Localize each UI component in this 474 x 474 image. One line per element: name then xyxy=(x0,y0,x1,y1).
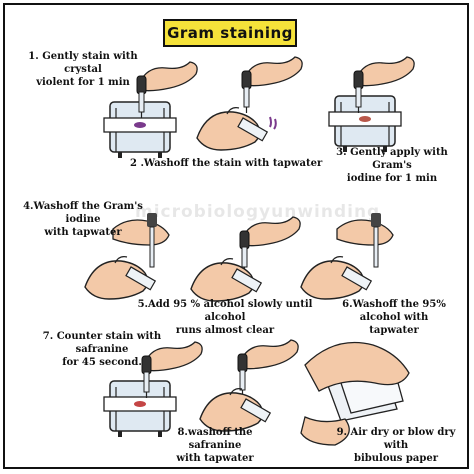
hand-holding-slide-icon xyxy=(199,387,271,432)
step-9-line-1: 9. Air dry or blow dry with xyxy=(336,427,456,451)
step-4-line-2: with tapwater xyxy=(44,227,122,238)
step-5-line-1: 5.Add 95 % alcohol slowly until alcohol xyxy=(137,299,313,323)
watermark-text: microbiologyunwinding xyxy=(135,202,381,222)
hand-with-dropper-icon xyxy=(237,339,299,397)
step-1-line-2: violent for 1 min xyxy=(36,77,130,88)
step-3-line-2: iodine for 1 min xyxy=(346,173,438,184)
step-9-caption: 9. Air dry or blow dry with bibulous pap… xyxy=(327,426,465,465)
hand-holding-slide-icon xyxy=(190,257,262,302)
step-6-line-1: 6.Washoff the 95% alcohol with xyxy=(342,299,446,323)
step-6-line-2: tapwater xyxy=(369,325,419,336)
hand-with-dropper-icon xyxy=(241,56,303,114)
staining-rack-icon xyxy=(328,95,402,153)
step-1-caption: 1. Gently stain with crystal violent for… xyxy=(23,50,143,89)
hand-holding-slide-icon xyxy=(84,255,156,300)
step-3-caption: 3. Gently apply with Gram's iodine for 1… xyxy=(317,146,467,185)
blotting-paper-icon xyxy=(300,341,410,446)
hand-holding-slide-icon xyxy=(300,255,372,300)
step-7-caption: 7. Counter stain with safranine for 45 s… xyxy=(27,330,177,369)
title-banner: Gram staining xyxy=(163,19,297,47)
step-3-line-1: 3. Gently apply with Gram's xyxy=(336,147,448,171)
step-4-caption: 4.Washoff the Gram's iodine with tapwate… xyxy=(23,200,143,239)
step-2-caption: 2 .Washoff the stain with tapwater xyxy=(130,157,322,170)
step-7-line-2: for 45 second. xyxy=(62,357,142,368)
infographic-frame: Gram staining microbiologyunwinding xyxy=(3,3,469,469)
step-8-caption: 8.washoff the safranine with tapwater xyxy=(155,426,275,465)
page-title: Gram staining xyxy=(167,24,293,42)
step-5-caption: 5.Add 95 % alcohol slowly until alcohol … xyxy=(130,298,320,337)
step-6-caption: 6.Washoff the 95% alcohol with tapwater xyxy=(321,298,467,337)
step-7-line-1: 7. Counter stain with safranine xyxy=(42,331,162,355)
step-8-line-1: 8.washoff the safranine xyxy=(177,427,253,451)
faucet-with-hand-icon xyxy=(336,212,394,268)
step-1-line-1: 1. Gently stain with crystal xyxy=(28,51,138,75)
step-4-line-1: 4.Washoff the Gram's iodine xyxy=(23,201,143,225)
step-8-line-2: with tapwater xyxy=(176,453,254,464)
step-9-line-2: bibulous paper xyxy=(354,453,438,464)
hand-holding-slide-icon xyxy=(196,106,268,151)
step-5-line-2: runs almost clear xyxy=(175,325,275,336)
stain-drip-icon xyxy=(269,116,277,130)
step-2-line-1: 2 .Washoff the stain with tapwater xyxy=(130,158,323,169)
hand-with-dropper-icon xyxy=(239,216,301,274)
illustrations xyxy=(84,56,415,446)
